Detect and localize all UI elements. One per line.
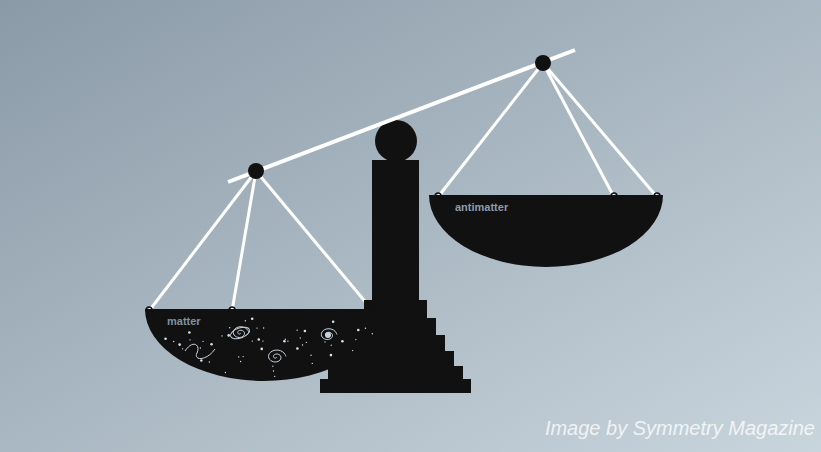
star <box>188 331 191 334</box>
bowl-shape <box>145 309 383 381</box>
star <box>260 348 263 351</box>
star <box>164 338 167 341</box>
star <box>245 320 246 321</box>
star <box>257 338 260 341</box>
star <box>262 340 263 341</box>
star <box>200 347 201 348</box>
star <box>304 330 307 333</box>
star <box>263 327 264 328</box>
star <box>365 328 366 329</box>
galaxy <box>229 325 251 341</box>
star <box>352 350 353 351</box>
hook <box>229 307 235 313</box>
star <box>306 342 307 343</box>
star <box>209 361 210 362</box>
star <box>296 347 299 350</box>
star <box>189 339 190 340</box>
pivot-dot <box>248 163 264 179</box>
hook <box>611 193 617 199</box>
spiral-galaxy <box>321 329 337 340</box>
pan-label: antimatter <box>455 201 508 214</box>
galaxy-core <box>325 332 331 338</box>
star <box>227 334 230 337</box>
star <box>287 340 288 341</box>
star <box>324 341 325 342</box>
scale-pan: antimatter <box>429 195 663 267</box>
star <box>229 327 230 328</box>
pan-strings <box>149 63 657 311</box>
watermark: Image by Symmetry Magazine <box>545 417 815 440</box>
spiral-galaxy <box>269 350 286 362</box>
star <box>225 372 226 373</box>
star <box>251 317 254 320</box>
star <box>202 341 203 342</box>
star <box>252 340 253 341</box>
star <box>355 339 356 340</box>
star <box>372 333 373 334</box>
star <box>285 339 286 340</box>
star <box>300 337 301 338</box>
star <box>296 329 297 330</box>
star <box>312 363 313 364</box>
star <box>242 356 243 357</box>
star <box>182 348 183 349</box>
scale-pan: matter <box>145 309 383 381</box>
star <box>332 320 335 323</box>
star <box>272 365 273 366</box>
star <box>302 344 303 345</box>
star <box>310 355 311 356</box>
hook <box>654 193 660 199</box>
star <box>256 327 257 328</box>
spiral-galaxy <box>233 327 249 338</box>
star <box>221 335 222 336</box>
star <box>357 329 360 332</box>
star <box>331 344 332 345</box>
pivot-dot <box>535 55 551 71</box>
bowl-shape <box>429 195 663 267</box>
star <box>173 341 174 342</box>
star <box>283 340 286 343</box>
star <box>240 361 241 362</box>
star <box>274 376 275 377</box>
star <box>178 343 181 346</box>
star <box>200 359 203 362</box>
galaxy <box>185 344 215 358</box>
hook <box>146 307 152 313</box>
star <box>330 354 333 357</box>
pan-label: matter <box>167 315 201 328</box>
star <box>210 343 213 346</box>
star <box>341 340 344 343</box>
hook <box>435 193 441 199</box>
scale-beam <box>228 50 575 182</box>
star <box>273 370 274 371</box>
hook <box>370 307 376 313</box>
star <box>238 356 239 357</box>
